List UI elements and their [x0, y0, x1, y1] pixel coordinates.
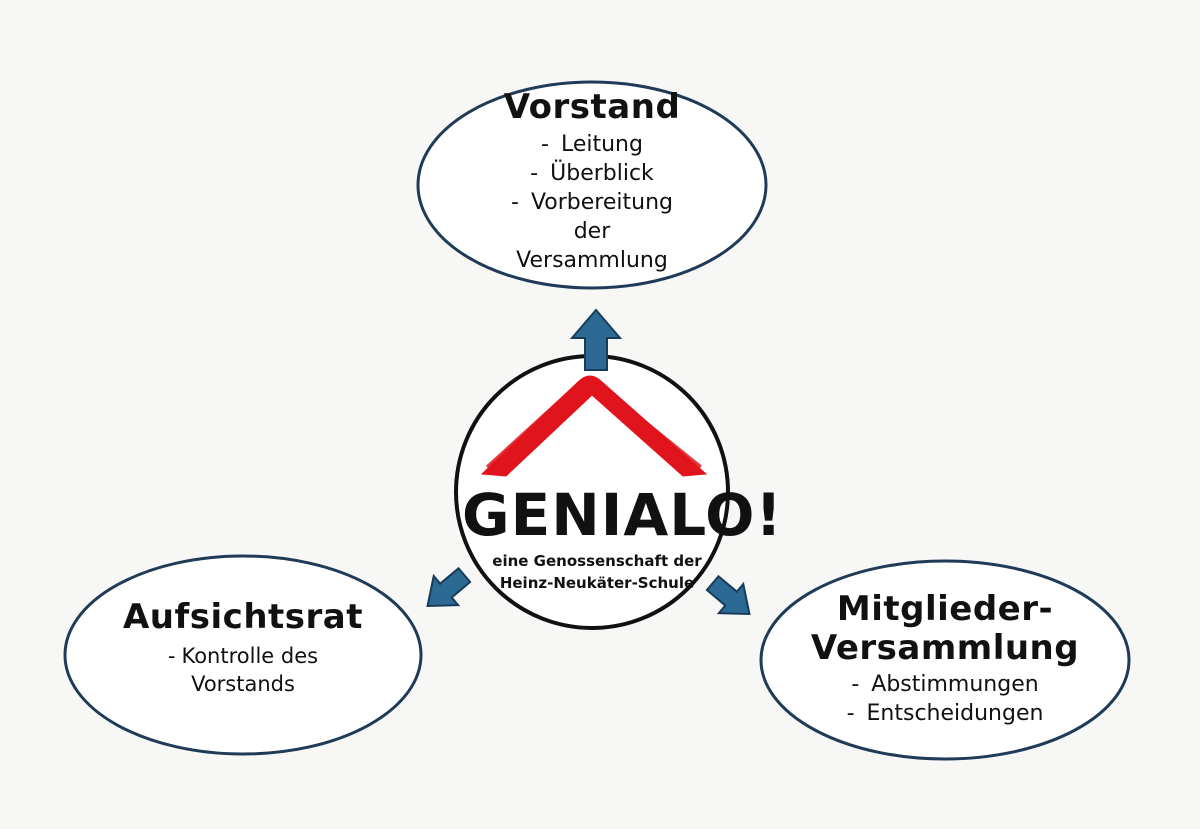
mitglieder-title-line1: Mitglieder- [836, 589, 1054, 629]
vorstand-item: -Überblick [530, 161, 654, 186]
brand-name: GENIALO! [462, 481, 783, 549]
roof-icon [480, 375, 708, 477]
mitglieder-node: Mitglieder- Versammlung -Abstimmungen -E… [810, 588, 1080, 728]
aufsichtsrat-item: -Kontrolle des Vorstands [167, 644, 319, 696]
tagline-line2: Heinz-Neukäter-Schule [499, 574, 695, 592]
aufsichtsrat-title: Aufsichtsrat [122, 597, 363, 637]
vorstand-node: Vorstand -Leitung -Überblick -Vorbereitu… [482, 90, 702, 275]
aufsichtsrat-ellipse [63, 554, 423, 756]
tagline-line1: eine Genossenschaft der [492, 552, 702, 570]
vorstand-title: Vorstand [503, 87, 681, 127]
aufsichtsrat-items: -Kontrolle des Vorstands [113, 642, 373, 698]
mitglieder-ellipse [759, 559, 1131, 761]
vorstand-item: -Vorbereitung der Versammlung [511, 190, 673, 273]
vorstand-items: -Leitung -Überblick -Vorbereitung der Ve… [482, 130, 702, 275]
mitglieder-title-line2: Versammlung [810, 628, 1080, 668]
center-logo: GENIALO! eine Genossenschaft der Heinz-N… [462, 481, 783, 594]
vorstand-item: -Leitung [541, 132, 643, 157]
arrow-down-left-icon [426, 566, 472, 608]
arrow-up-icon [569, 308, 623, 371]
mitglieder-item: -Abstimmungen [851, 672, 1039, 697]
vorstand-ellipse [416, 80, 768, 290]
mitglieder-items: -Abstimmungen -Entscheidungen [810, 670, 1080, 728]
aufsichtsrat-node: Aufsichtsrat -Kontrolle des Vorstands [113, 600, 373, 698]
arrow-down-right-icon [705, 574, 751, 616]
mitglieder-item: -Entscheidungen [846, 701, 1044, 726]
